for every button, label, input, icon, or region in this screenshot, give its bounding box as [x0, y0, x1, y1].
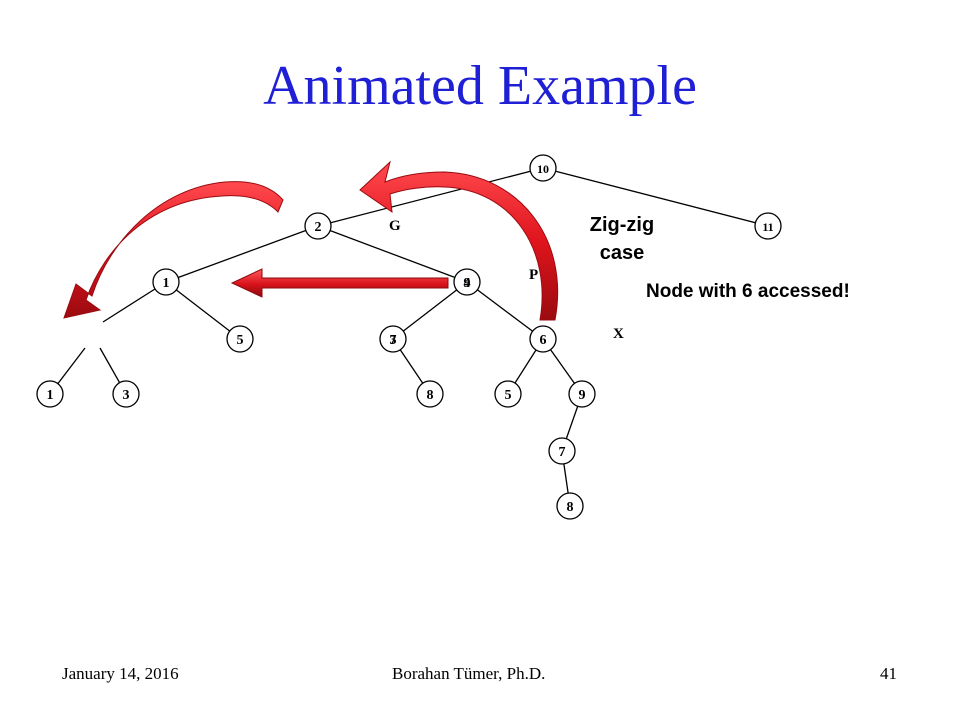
node-circle [556, 492, 584, 520]
tree-node-2: 2 [304, 212, 332, 240]
tree-node-8: 8 [556, 492, 584, 520]
tree-node-1: 1 [152, 268, 180, 296]
node-label: 7 [559, 445, 566, 460]
node-circle [226, 325, 254, 353]
tree-node-1: 1 [36, 380, 64, 408]
accessed-note: Node with 6 accessed! [646, 281, 850, 302]
node-circle [494, 380, 522, 408]
node-label: 9 [579, 388, 586, 403]
tree-node-8: 8 [416, 380, 444, 408]
node-label: 11 [762, 220, 773, 234]
node-label: 8 [427, 388, 434, 403]
node-circle [304, 212, 332, 240]
node-circle [416, 380, 444, 408]
tree-node-10: 10 [529, 154, 557, 182]
node-circle [379, 325, 407, 353]
grandparent-tag: G [389, 218, 401, 234]
node-circle [548, 437, 576, 465]
node-label: 1 [163, 276, 170, 291]
tree-node-5: 5 [494, 380, 522, 408]
node-circle [754, 212, 782, 240]
case-line-2: case [599, 242, 645, 264]
node-circle [529, 325, 557, 353]
tree-node-5: 5 [226, 325, 254, 353]
move-arrow-horizontal [230, 268, 449, 298]
node-label: 10 [537, 162, 549, 176]
zig-zig-case-label: Zig-zig case [572, 211, 672, 267]
node-label: 3 [390, 333, 397, 348]
node-label: 8 [567, 500, 574, 515]
node-circle [152, 268, 180, 296]
rotation-arrow-left [63, 181, 284, 319]
node-label: 4 [464, 276, 471, 291]
tree-node-11: 11 [754, 212, 782, 240]
slide-title: Animated Example [263, 55, 697, 117]
tree-node-9: 9 [568, 380, 596, 408]
node-overlap-label: 9 [464, 276, 471, 291]
node-circle [453, 268, 481, 296]
tree-node-3: 73 [379, 325, 407, 353]
node-x-tag: X [613, 326, 624, 342]
node-label: 6 [540, 333, 547, 348]
node-label: 2 [315, 220, 322, 235]
edge-10-2 [317, 167, 544, 227]
tree-node-7: 7 [548, 437, 576, 465]
edge-10-11 [542, 167, 769, 227]
rotation-arrow-right [359, 160, 559, 321]
edge-4-3 [392, 281, 468, 340]
tree-node-4: 94 [453, 268, 481, 296]
parent-tag: P [529, 267, 539, 283]
footer-author: Borahan Tümer, Ph.D. [392, 664, 546, 683]
footer-page-number: 41 [880, 664, 897, 683]
node-label: 5 [237, 333, 244, 348]
edge-4-6 [466, 281, 544, 340]
node-label: 5 [505, 388, 512, 403]
edge-1-5 [165, 281, 241, 340]
node-label: 3 [123, 388, 130, 403]
node-overlap-label: 7 [390, 333, 397, 348]
edge-2-4 [317, 225, 468, 283]
edge-2-1 [165, 225, 319, 283]
node-label: 1 [47, 388, 54, 403]
tree-node-6: 6 [529, 325, 557, 353]
case-line-1: Zig-zig [589, 214, 655, 236]
tree-node-3: 3 [112, 380, 140, 408]
node-circle [36, 380, 64, 408]
node-circle [112, 380, 140, 408]
node-circle [568, 380, 596, 408]
footer-date: January 14, 2016 [62, 664, 179, 683]
node-circle [529, 154, 557, 182]
